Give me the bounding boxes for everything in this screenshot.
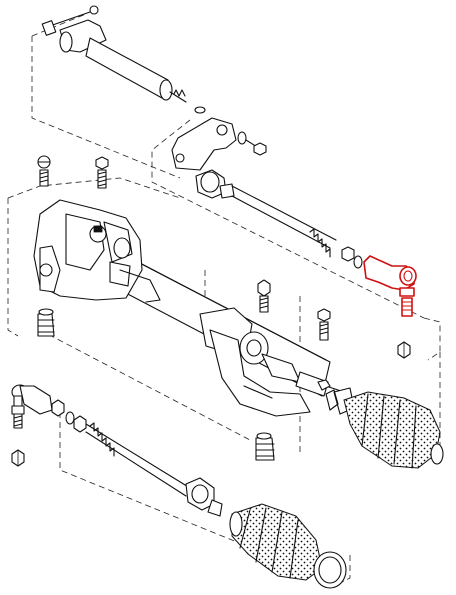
- rubber-mount-left: [37, 308, 55, 337]
- rack-boot-left: [229, 503, 347, 589]
- mounting-screws-top: [37, 155, 109, 189]
- rubber-mount-center: [255, 432, 275, 461]
- steering-damper: [41, 5, 206, 114]
- tie-rod-right: [195, 169, 363, 269]
- assembly-frame-lines: [7, 13, 441, 589]
- damper-bracket: [171, 117, 267, 171]
- steering-rack-housing: [33, 199, 345, 417]
- castle-nut-right: [397, 341, 411, 359]
- tie-rod-left: [51, 399, 223, 517]
- rack-boot-right: [325, 387, 444, 469]
- tie-rod-end-left: [11, 384, 53, 467]
- tie-rod-end-right-highlighted[interactable]: [363, 255, 417, 317]
- center-mount-bolt: [257, 279, 331, 341]
